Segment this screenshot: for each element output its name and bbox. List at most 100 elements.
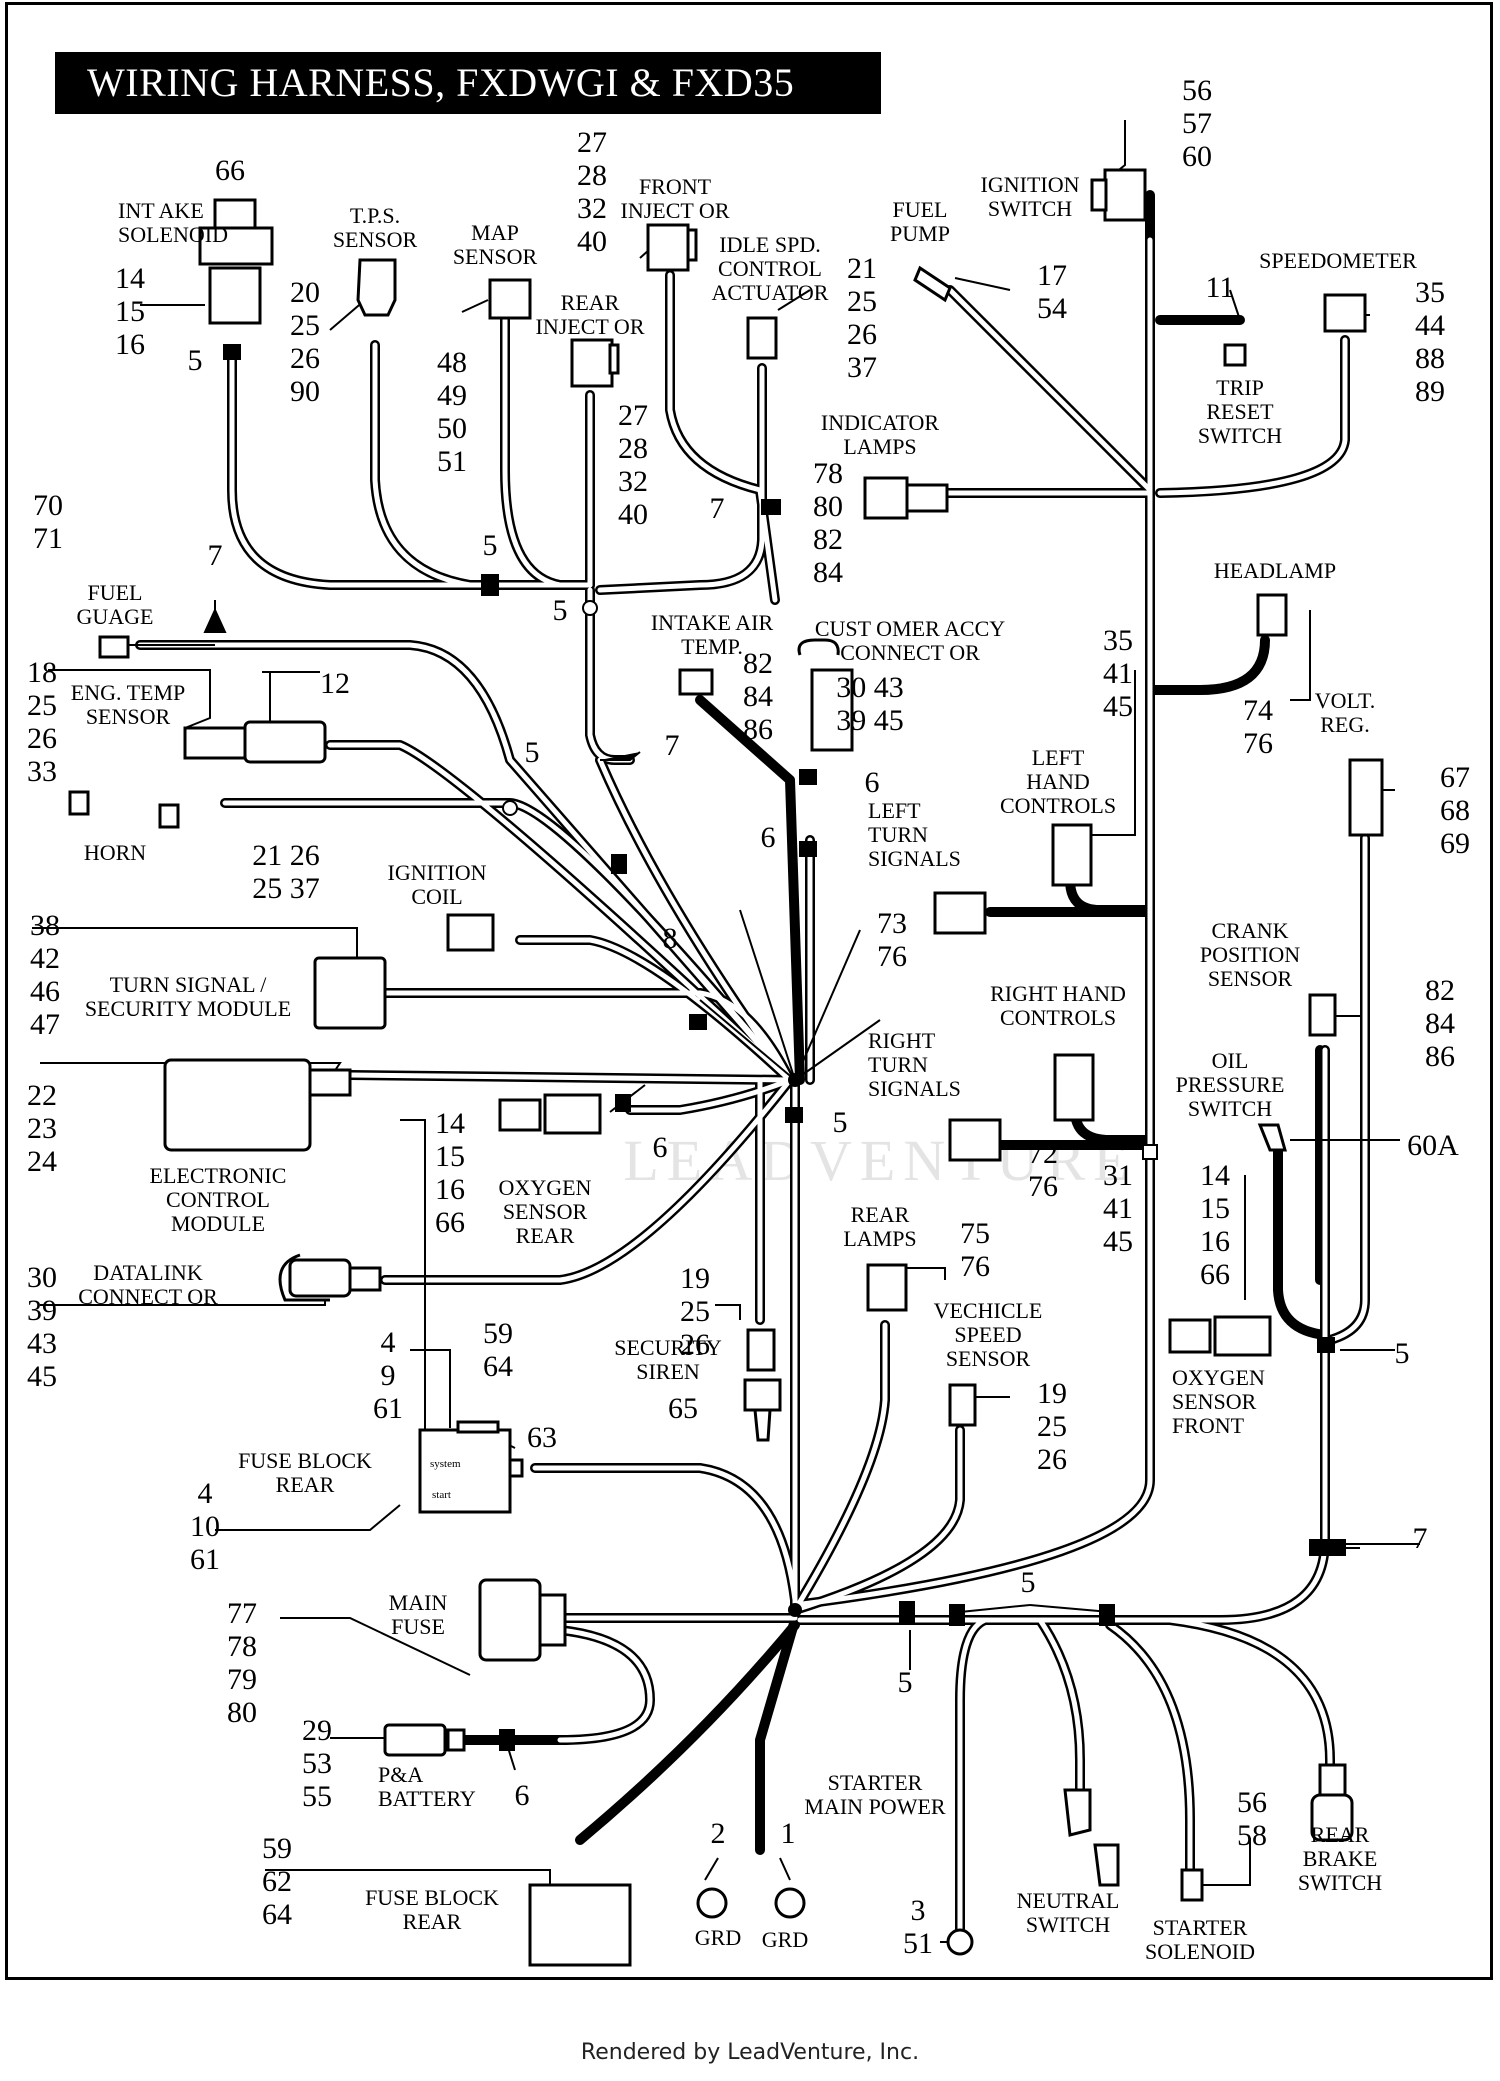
text-line: 11 <box>1206 271 1235 304</box>
left-turn-shape <box>933 891 987 935</box>
text-line: 7 <box>208 539 223 572</box>
pa-battery-shape <box>383 1723 466 1757</box>
text-line: 80 <box>813 490 843 523</box>
text-line: 76 <box>960 1250 990 1283</box>
text-line: SIGNALS <box>868 846 961 871</box>
text-line: COIL <box>411 884 462 909</box>
text-line: 6 <box>515 1779 530 1812</box>
text-line: FUEL <box>893 197 948 222</box>
text-line: DATALINK <box>93 1260 203 1285</box>
text-line: IGNITION <box>388 860 487 885</box>
text-line: SOLENOID <box>118 222 228 247</box>
text-line: INTAKE AIR <box>651 610 774 635</box>
fuel-pump-shape <box>913 265 952 303</box>
text-line: 59 <box>483 1317 513 1350</box>
wire-headlamp <box>1150 635 1270 695</box>
text-line: LAMPS <box>843 1226 916 1251</box>
map-connector-shape <box>488 278 532 320</box>
label-system-tag: system <box>430 1458 461 1470</box>
main-fuse-shape <box>478 1578 567 1662</box>
text-line: 37 <box>847 351 877 384</box>
text-line: SENSOR <box>1172 1389 1257 1414</box>
tps-connector-shape <box>356 258 397 317</box>
diagram-frame <box>5 2 1493 1980</box>
rear-lamps-shape <box>866 1263 908 1312</box>
text-line: 69 <box>1440 827 1470 860</box>
text-line: 28 <box>577 159 607 192</box>
text-line: 53 <box>302 1747 332 1780</box>
text-line: 31 <box>1103 1159 1133 1192</box>
label-volt-reg: VOLT.REG. <box>1315 688 1376 737</box>
text-line: 5 <box>1021 1566 1036 1599</box>
text-line: 9 <box>381 1359 396 1392</box>
text-line: 16 <box>1200 1225 1230 1258</box>
text-line: 82 <box>813 523 843 556</box>
text-line: SENSOR <box>946 1346 1031 1371</box>
callout-tie-wrap: 8 <box>663 922 678 955</box>
callout-rear-frame-clip: 7 <box>1413 1522 1428 1555</box>
text-line: 76 <box>1028 1170 1058 1203</box>
text-line: LAMPS <box>843 434 916 459</box>
text-line: 35 <box>1103 624 1133 657</box>
text-line: 67 <box>1440 761 1470 794</box>
text-line: 5 <box>553 594 568 627</box>
text-line: GRD <box>695 1925 741 1950</box>
text-line: LEFT <box>1032 745 1085 770</box>
headlamp-shape <box>1256 593 1288 637</box>
volt-reg-shape <box>1348 758 1384 837</box>
text-line: 50 <box>437 412 467 445</box>
text-line: INJECT OR <box>536 314 645 339</box>
fuel-gauge-shape <box>98 635 130 659</box>
text-line: 22 <box>27 1079 57 1112</box>
grd-left-shape <box>696 1887 728 1919</box>
text-line: 32 <box>618 465 648 498</box>
callout-intake-solenoid-top: 66 <box>215 154 245 187</box>
intake-air-temp-shape <box>678 668 714 696</box>
text-line: 6 <box>653 1131 668 1164</box>
text-line: 64 <box>483 1350 513 1383</box>
intake-solenoid-shape <box>198 198 274 325</box>
text-line: POSITION <box>1200 942 1300 967</box>
text-line: BRAKE <box>1303 1846 1378 1871</box>
text-line: SECURITY MODULE <box>85 996 291 1021</box>
text-line: 35 <box>1415 276 1445 309</box>
turn-module-shape <box>313 956 387 1030</box>
text-line: 60A <box>1407 1129 1459 1162</box>
callout-upper-clip-center: 5 <box>483 529 498 562</box>
text-line: 26 <box>680 1328 710 1361</box>
rear-brake-shape <box>1310 1763 1354 1842</box>
text-line: 56 <box>1182 74 1212 107</box>
text-line: 45 <box>1103 690 1133 723</box>
text-line: 45 <box>1103 1225 1133 1258</box>
text-line: 40 <box>618 498 648 531</box>
text-line: 15 <box>435 1140 465 1173</box>
text-line: 16 <box>115 328 145 361</box>
wiring-harness-diagram: LEADVENTURE <box>27 74 1470 1967</box>
text-line: 78 <box>813 457 843 490</box>
text-line: 66 <box>1200 1258 1230 1291</box>
text-line: BATTERY <box>378 1786 476 1811</box>
text-line: 51 <box>903 1927 933 1960</box>
text-line: 40 <box>577 225 607 258</box>
wire-oxygen-front <box>1273 1135 1330 1340</box>
callout-right-hand-clip: 5 <box>833 1106 848 1139</box>
